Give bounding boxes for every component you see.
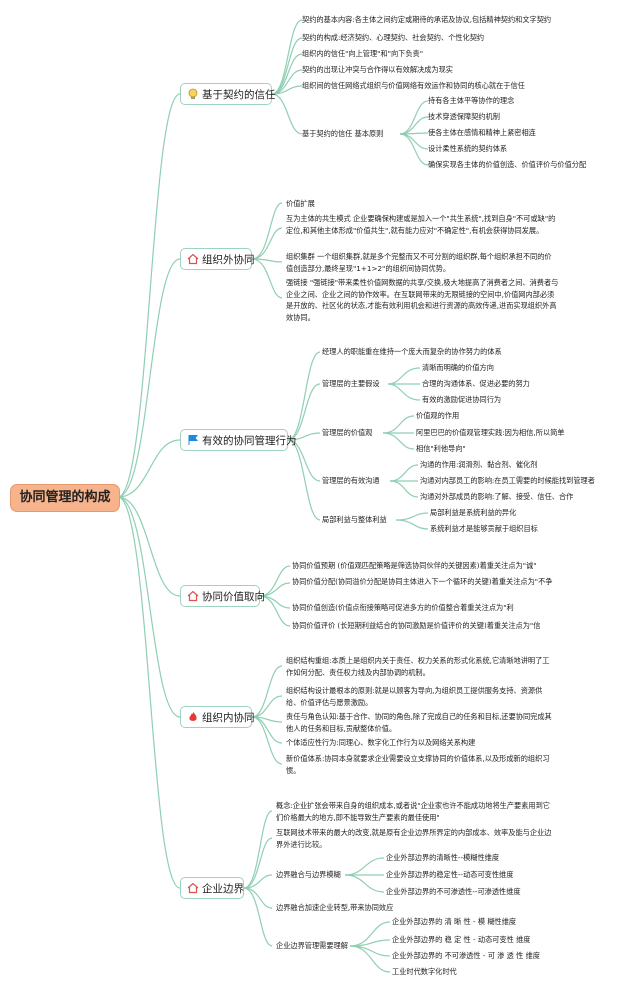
assumption-3: 有效的激励促进协同行为 xyxy=(422,395,502,404)
communication-1: 沟通的作用:润滑剂、黏合剂、催化剂 xyxy=(420,460,538,469)
branch-label: 有效的协同管理行为 xyxy=(202,435,297,447)
structure-restructure: 组织结构重组:本质上是组织内关于责任、权力关系的形式化系统,它清晰地讲明了工作如… xyxy=(286,656,550,677)
interest-1: 局部利益是系统利益的异化 xyxy=(430,508,517,517)
fusion-dimension-1: 企业外部边界的清晰性--模糊性维度 xyxy=(386,853,500,862)
external-item-1: 价值扩展 xyxy=(286,199,315,208)
fusion-dimension-3: 企业外部边界的不可渗透性--可渗透性维度 xyxy=(386,887,521,896)
structure-design-principle: 组织结构设计最根本的原则:就是以顾客为导向,为组织员工提供服务支持、资源供给、价… xyxy=(286,686,543,707)
value-evaluation: 协同价值评价 (长短期利益结合的协同激励是价值评价的关键)着重关注点为"信 xyxy=(292,621,541,630)
value-3: 相信"利他导向" xyxy=(416,444,466,453)
fire-icon xyxy=(187,709,199,721)
principle-2: 技术穿透保障契约机制 xyxy=(428,112,500,121)
management-assumptions: 管理层的主要假设 xyxy=(322,379,380,388)
assumption-1: 清晰而明确的价值方向 xyxy=(422,363,494,372)
value-2: 阿里巴巴的价值观管理实践:因为相信,所以简单 xyxy=(416,428,565,437)
adaptive-behavior: 个体适应性行为:同理心、数字化工作行为以及网络关系构建 xyxy=(286,738,476,747)
home-icon xyxy=(187,880,199,894)
contract-item-4: 契约的出现让冲突与合作得以有效解决成为现实 xyxy=(302,65,453,74)
external-item-2: 互为主体的共生模式 企业要确保构建或是加入一个"共生系统",找到自身"不可或缺"… xyxy=(286,214,556,235)
value-creation: 协同价值创造(价值点衔接策略可促进多方的价值整合着重关注点为"利 xyxy=(292,603,514,612)
branch-label: 组织内协同 xyxy=(202,712,255,724)
value-expectation: 协同价值预期 (价值观匹配策略是筛选协同伙伴的关键因素)着重关注点为"诚" xyxy=(292,561,537,570)
new-value-system: 新价值体系:协同本身就要求企业需要设立支撑协同的价值体系,以及形成新的组织习惯。 xyxy=(286,754,550,775)
boundary-management: 企业边界管理需要理解 xyxy=(276,941,348,950)
branch-management-behavior[interactable]: 有效的协同管理行为 xyxy=(180,429,297,451)
principle-5: 确保实现各主体的价值创造、价值评价与价值分配 xyxy=(428,160,587,169)
communication-2: 沟通对内部员工的影响:在员工需要的时候能找到管理者 xyxy=(420,476,595,485)
understand-dimension-4: 工业时代数字化时代 xyxy=(392,967,457,976)
boundary-concept: 概念:企业扩张会带来自身的组织成本,或者说"企业家也许不能成功地将生产要素用到它… xyxy=(276,801,550,822)
external-item-4: 强链接 "强链接"带来柔性价值网数据的共享/交换,极大地提高了消费者之间、消费者… xyxy=(286,278,559,322)
management-values: 管理层的价值观 xyxy=(322,428,373,437)
understand-dimension-3: 企业外部边界的 不可渗透性 - 可 渗 透 性 维度 xyxy=(392,951,540,960)
home-icon xyxy=(187,588,199,602)
boundary-fusion: 边界融合与边界模糊 xyxy=(276,870,341,879)
contract-principles: 基于契约的信任 基本原则 xyxy=(302,129,384,138)
understand-dimension-1: 企业外部边界的 清 晰 性 - 模 糊性维度 xyxy=(392,917,517,926)
branch-label: 协同价值取向 xyxy=(202,591,265,603)
principle-4: 设计柔性系统的契约体系 xyxy=(428,144,508,153)
contract-item-2: 契约的构成:经济契约、心理契约、社会契约、个性化契约 xyxy=(302,33,485,42)
branch-label: 基于契约的信任 xyxy=(202,89,276,101)
branch-label: 企业边界 xyxy=(202,883,244,895)
manager-function: 经理人的职能重在维持一个庞大而复杂的协作努力的体系 xyxy=(322,347,502,356)
branch-internal-synergy[interactable]: 组织内协同 xyxy=(180,706,255,728)
value-distribution: 协同价值分配(协同溢价分配是协同主体进入下一个循环的关键)着重关注点为"不争 xyxy=(292,577,553,586)
fusion-dimension-2: 企业外部边界的稳定性--动态可变性维度 xyxy=(386,870,514,879)
value-1: 价值观的作用 xyxy=(416,411,460,420)
communication-3: 沟通对外部成员的影响:了解、接受、信任、合作 xyxy=(420,492,574,501)
interest-2: 系统利益才是能够贡献于组织目标 xyxy=(430,524,538,533)
flag-icon xyxy=(187,432,199,445)
contract-item-1: 契约的基本内容:各主体之间约定或期待的承诺及协议,包括精神契约和文字契约 xyxy=(302,15,552,24)
local-vs-whole-interest: 局部利益与整体利益 xyxy=(322,515,387,524)
principle-3: 使各主体在感情和精神上紧密相连 xyxy=(428,128,536,137)
assumption-2: 合理的沟通体系、促进必要的努力 xyxy=(422,379,530,388)
branch-contract-trust[interactable]: 基于契约的信任 xyxy=(180,83,276,105)
contract-item-5: 组织间的信任网络式组织与价值网络有效运作和协同的核心就在于信任 xyxy=(302,81,525,90)
internet-tech-change: 互联网技术带来的最大的改变,就是原有企业边界所界定的内部成本、效率及能与企业边界… xyxy=(276,828,552,849)
branch-enterprise-boundary[interactable]: 企业边界 xyxy=(180,877,244,899)
fusion-transformation: 边界融合加速企业转型,带来协同效应 xyxy=(276,903,394,912)
branch-value-orientation[interactable]: 协同价值取向 xyxy=(180,585,265,607)
management-communication: 管理层的有效沟通 xyxy=(322,476,380,485)
lightbulb-icon xyxy=(187,86,199,99)
role-cognition: 责任与角色认知:基于合作、协同的角色,除了完成自己的任务和目标,还要协同完成其他… xyxy=(286,712,552,733)
external-item-3: 组织集群 一个组织集群,就是多个完整而又不可分割的组织群,每个组织承担不同的价值… xyxy=(286,252,552,273)
home-icon xyxy=(187,251,199,265)
understand-dimension-2: 企业外部边界的 稳 定 性 - 动态可变性 维度 xyxy=(392,935,531,944)
principle-1: 持有各主体平等协作的理念 xyxy=(428,96,515,105)
branch-external-synergy[interactable]: 组织外协同 xyxy=(180,248,255,270)
branch-label: 组织外协同 xyxy=(202,254,255,266)
root-node[interactable]: 协同管理的构成 xyxy=(10,484,120,512)
contract-item-3: 组织内的信任"向上管理"和"向下负责" xyxy=(302,49,424,58)
